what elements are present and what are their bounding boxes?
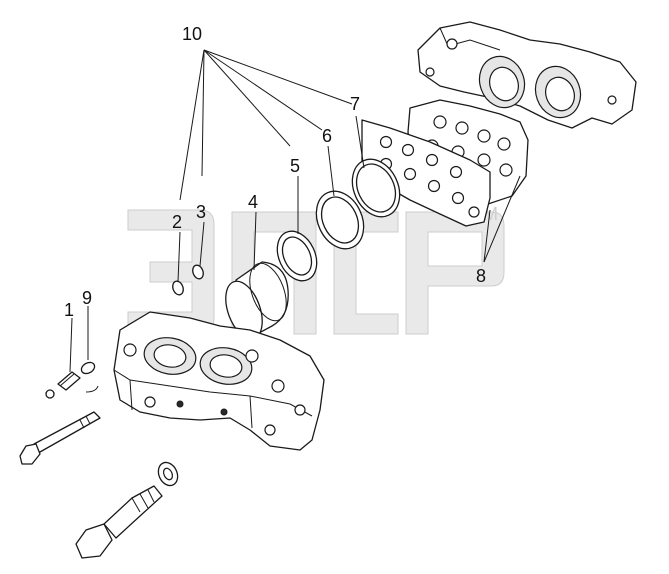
callout-9: 9 xyxy=(82,288,92,308)
part-clip xyxy=(85,385,99,393)
callout-10: 10 xyxy=(182,24,202,44)
callout-6: 6 xyxy=(322,126,332,146)
part-bleeder-valve xyxy=(45,371,81,399)
callout-5: 5 xyxy=(290,156,300,176)
part-medium-ring xyxy=(315,190,365,250)
part-guide-bolt-upper xyxy=(19,411,101,465)
callout-4: 4 xyxy=(248,192,258,212)
part-large-seal-ring xyxy=(351,158,401,218)
part-small-ring xyxy=(276,230,318,282)
callout-8: 8 xyxy=(476,266,486,286)
callout-2: 2 xyxy=(172,212,182,232)
part-bleeder-cap xyxy=(80,361,96,375)
part-small-pins xyxy=(172,264,204,296)
callout-labels: 10 7 6 5 4 3 2 1 9 8 xyxy=(64,24,486,320)
callout-3: 3 xyxy=(196,202,206,222)
part-guide-bolt-lower xyxy=(75,485,163,559)
callout-leaders xyxy=(69,49,521,373)
part-caliper-front-housing xyxy=(113,311,325,451)
part-washer xyxy=(157,461,179,487)
part-brake-pad-inner xyxy=(361,119,491,227)
part-piston xyxy=(225,261,289,341)
part-caliper-rear-housing xyxy=(417,21,637,129)
callout-1: 1 xyxy=(64,300,74,320)
callout-7: 7 xyxy=(350,94,360,114)
